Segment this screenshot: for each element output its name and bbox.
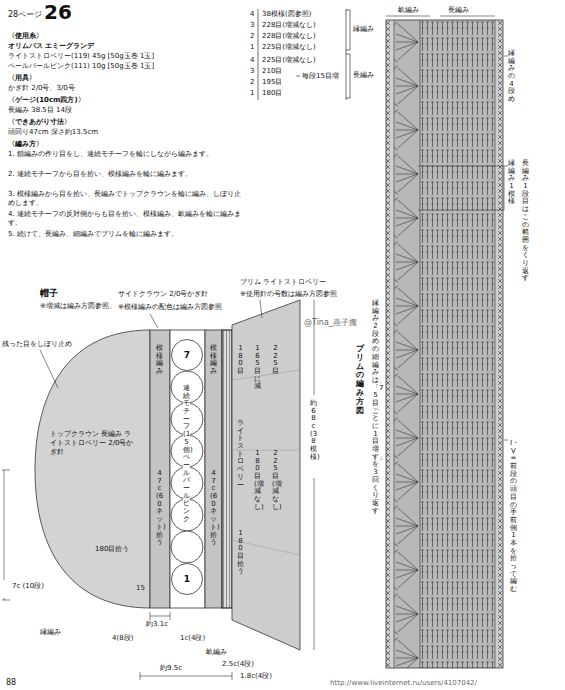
vertical-note: 180目(増減なし) — [254, 450, 261, 512]
label-text: かぎ針 2/0号、3/0号 — [8, 84, 75, 93]
label-text: 88 — [6, 678, 16, 688]
label-text: ライトストロベリー(119) 45g [50g玉巻 1玉] — [8, 52, 154, 61]
label-text: 〈できあがり寸法〉 — [8, 118, 71, 127]
label-text: 約9.5c — [160, 664, 182, 673]
vertical-note: 180目 — [237, 345, 244, 376]
label-text: 長編み — [353, 71, 374, 80]
label-text: 28ページ — [8, 10, 42, 20]
label-text: 15 — [136, 584, 145, 593]
label-text: 畝編み — [398, 6, 419, 15]
label-text: 縁編み — [40, 628, 61, 637]
label-text: トップクラウン 長編み ライトストロベリー 2/0号かぎ針 — [50, 430, 135, 456]
label-text: 228目(増減なし) — [262, 32, 316, 41]
label-text: 2 — [250, 78, 254, 87]
label-text: 195目 — [262, 78, 282, 87]
label-text: 228目(増減なし) — [262, 21, 316, 30]
label-text: 畝編み — [206, 648, 227, 657]
label-text: 約3.1c — [146, 620, 168, 629]
label-text: ※模様編みの配色は編み方図参照 — [118, 303, 222, 312]
label-text: 頭回り47cm 深さ約13.5cm — [8, 128, 98, 137]
label-text: 〈用具〉 — [8, 74, 36, 83]
label-text: ペールパールピンク(111) 10g [50g玉巻 1玉] — [8, 62, 154, 71]
vertical-note: 連続モチーフ(15個) ペールパールピンク — [183, 385, 190, 523]
row-bracket — [258, 9, 350, 100]
vertical-note: I・V = 前段の頭目の手前側1本を拾って編む — [510, 440, 517, 594]
vertical-note: 165目に減 — [254, 345, 261, 391]
label-text: 縁編み — [353, 25, 374, 34]
label-text: 帽子 — [40, 288, 58, 299]
label-text: 長編み 38.5目 14段 — [8, 106, 72, 115]
label-text: 2 — [250, 32, 254, 41]
vertical-note: 縁編み 1模様 — [508, 160, 515, 206]
label-text: ※使用針の号数は編み方図参照 — [240, 290, 337, 299]
label-text: 残った目をしぼり止め — [2, 340, 72, 349]
label-text: 38模様(図参照) — [262, 10, 311, 19]
label-text: 1. 鎖編みの作り目をし、連続モチーフを輪にしながら編みます。 — [8, 150, 243, 159]
page-title: 26 — [44, 0, 72, 25]
vertical-note: ブリムの編み方図 — [356, 345, 364, 415]
label-text: 2.5c(4段) — [222, 660, 254, 669]
label-text: サイドクラウン 2/0号かぎ針 — [118, 290, 209, 299]
vertical-note: 225目(増減なし) — [272, 450, 279, 512]
label-text: http://www.liveinternet.ru/users/4107042… — [330, 679, 477, 688]
label-text: 210目 — [262, 67, 282, 76]
label-text: 5. 続けて、長編み、細編みでブリムを輪に編みます。 — [8, 230, 243, 239]
vertical-note: 約68c(38模様) — [310, 400, 317, 462]
motif-number: 7 — [171, 350, 203, 360]
label-text: 4(8段) — [112, 634, 133, 643]
label-text: 〈使用糸〉 — [8, 32, 43, 41]
label-text: ブリム ライトストロベリー — [240, 278, 326, 287]
label-text: 4 — [250, 56, 254, 65]
vertical-note: ライトストロベリー — [237, 420, 244, 489]
label-text: 180目拾う — [95, 545, 129, 554]
label-text: 1 — [250, 43, 254, 52]
label-text: 1 — [250, 89, 254, 98]
label-text: 4. 連続モチーフの反対側からも目を拾い、模様編み、畝編みを輪に編みます。 — [8, 210, 243, 228]
label-text: @Tina_燕子搬 — [304, 318, 357, 328]
vertical-note: 225目 — [272, 345, 279, 376]
label-text: 3 — [250, 21, 254, 30]
motif-circle: 1 — [171, 563, 203, 595]
label-text: 毎段15目増 — [302, 72, 339, 81]
label-text: 長編み — [448, 6, 469, 15]
vertical-note: 模様編み — [210, 345, 217, 376]
vertical-note: 47c(60ネット)拾う — [210, 470, 217, 547]
label-text: 225目(増減なし) — [262, 56, 316, 65]
label-text: 225目(増減なし) — [262, 43, 316, 52]
vertical-note: 模様編み — [156, 345, 163, 376]
label-text: オリムパス エミーグランデ — [8, 42, 94, 51]
vertical-note: 47c(60ネット)拾う — [156, 470, 163, 547]
label-text: 1c(4段) — [180, 634, 205, 643]
label-text: 3 — [250, 67, 254, 76]
label-text: ※増減は編み方図参照。 — [40, 302, 116, 311]
label-text: 1.8c(4段) — [240, 672, 272, 681]
vertical-note: 縁編みの4段め — [508, 50, 515, 104]
brim-chart — [386, 16, 508, 668]
vertical-note: 長編み 1段目はこの範囲をくり返す — [522, 160, 529, 283]
label-text: 3. 模様編みから目を拾い、長編みでトップクラウンを輪に編み、しぼり止めします。 — [8, 190, 243, 208]
leader-line — [2, 300, 314, 680]
motif-circle: 7 — [171, 339, 203, 371]
label-text: 180目 — [262, 89, 282, 98]
motif-number: 1 — [171, 574, 203, 584]
vertical-note: 180目拾う — [237, 530, 244, 576]
label-text: 〈ゲージ(10cm四方)〉 — [8, 96, 85, 105]
label-text: 4 — [250, 10, 254, 19]
vertical-note: 縁編み2段めの細編みは、「75目ごとに1目増す」を3回くり返す — [372, 300, 379, 515]
label-text: 2. 連続モチーフから目を拾い、模様編みを輪に編みます。 — [8, 170, 243, 179]
hat-diagram — [35, 300, 300, 650]
label-text: 〈編み方〉 — [8, 140, 43, 149]
label-text: 7c (10段) — [12, 582, 44, 591]
